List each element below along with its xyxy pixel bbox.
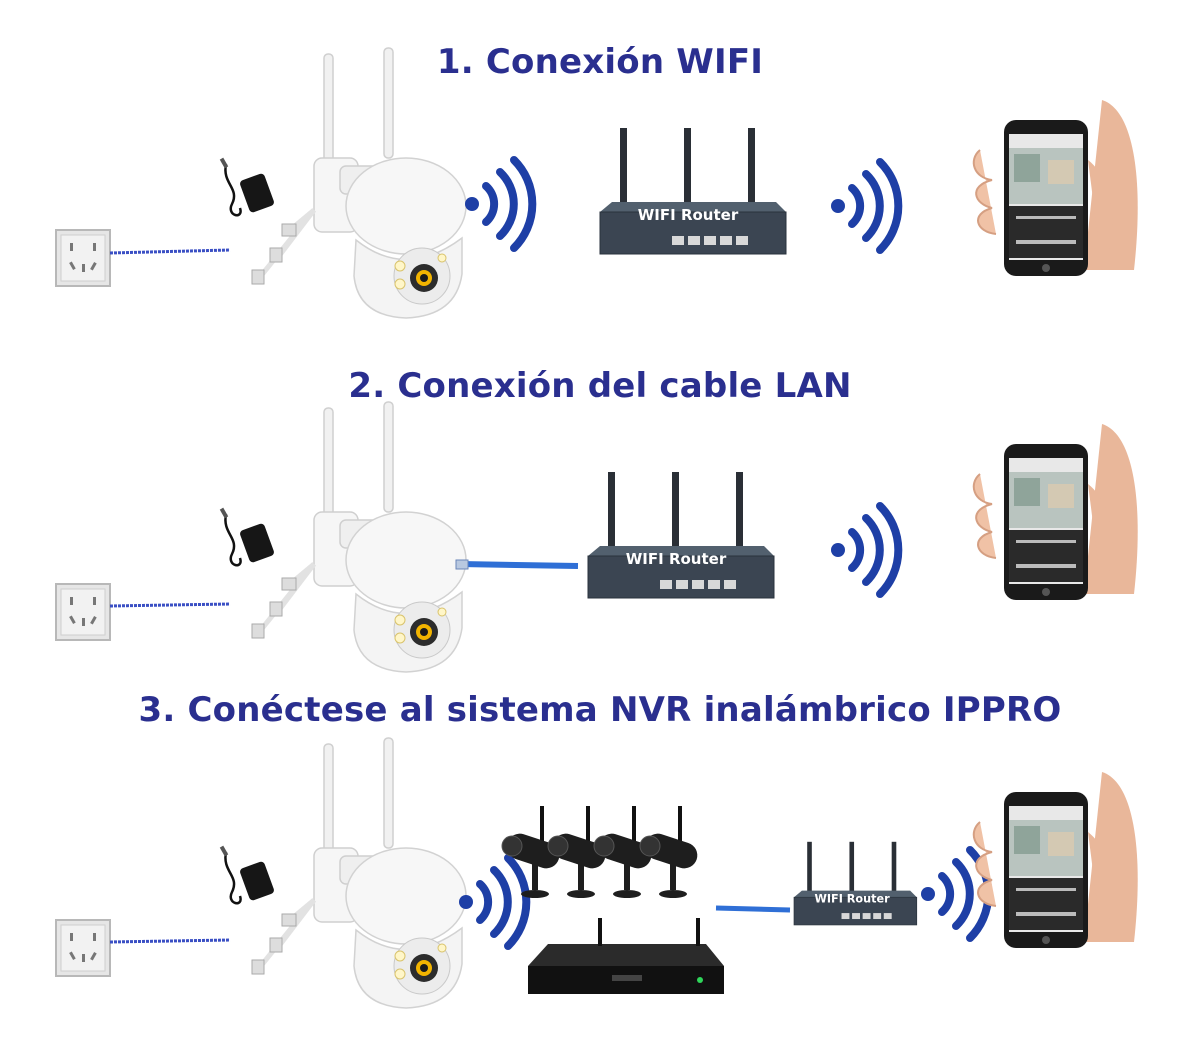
ptz-camera-icon — [252, 402, 466, 672]
nvr-recorder-icon — [528, 918, 724, 994]
lan-cable-icon — [715, 905, 791, 913]
router-icon: WIFI Router — [599, 127, 787, 255]
router-label: WIFI Router — [815, 893, 891, 906]
nvr-kit — [501, 805, 724, 994]
power-outlet-icon — [55, 229, 111, 287]
power-adapter-icon — [218, 844, 277, 905]
power-outlet-icon — [55, 919, 111, 977]
wifi-signal-icon — [459, 858, 526, 946]
power-cable — [109, 938, 231, 944]
title-wifi-connection: 1. Conexión WIFI — [436, 42, 764, 82]
router-icon: WIFI Router — [793, 841, 918, 926]
smartphone-icon — [972, 423, 1139, 601]
router-label: WIFI Router — [626, 550, 727, 568]
ptz-camera-icon — [252, 48, 466, 318]
wifi-signal-icon — [465, 160, 532, 248]
wifi-signal-icon — [831, 162, 898, 250]
router-icon: WIFI Router — [587, 471, 775, 599]
router-label: WIFI Router — [638, 206, 739, 224]
power-cable — [109, 602, 231, 608]
bullet-camera-icon — [639, 805, 702, 899]
power-adapter-icon — [218, 156, 277, 217]
power-cable — [109, 248, 231, 255]
row-lan-connection: WIFI Router — [55, 402, 1139, 672]
row-nvr-connection: WIFI Router — [55, 738, 1139, 1008]
title-nvr-connection: 3. Conéctese al sistema NVR inalámbrico … — [138, 690, 1062, 730]
row-wifi-connection: WIFI Router — [55, 48, 1139, 318]
title-lan-connection: 2. Conexión del cable LAN — [348, 366, 852, 406]
lan-plug — [455, 559, 469, 570]
smartphone-icon — [972, 771, 1139, 949]
ptz-camera-icon — [252, 738, 466, 1008]
wifi-signal-icon — [831, 506, 898, 594]
smartphone-icon — [972, 99, 1139, 277]
power-adapter-icon — [218, 506, 277, 567]
power-outlet-icon — [55, 583, 111, 641]
lan-cable-icon — [459, 561, 579, 569]
